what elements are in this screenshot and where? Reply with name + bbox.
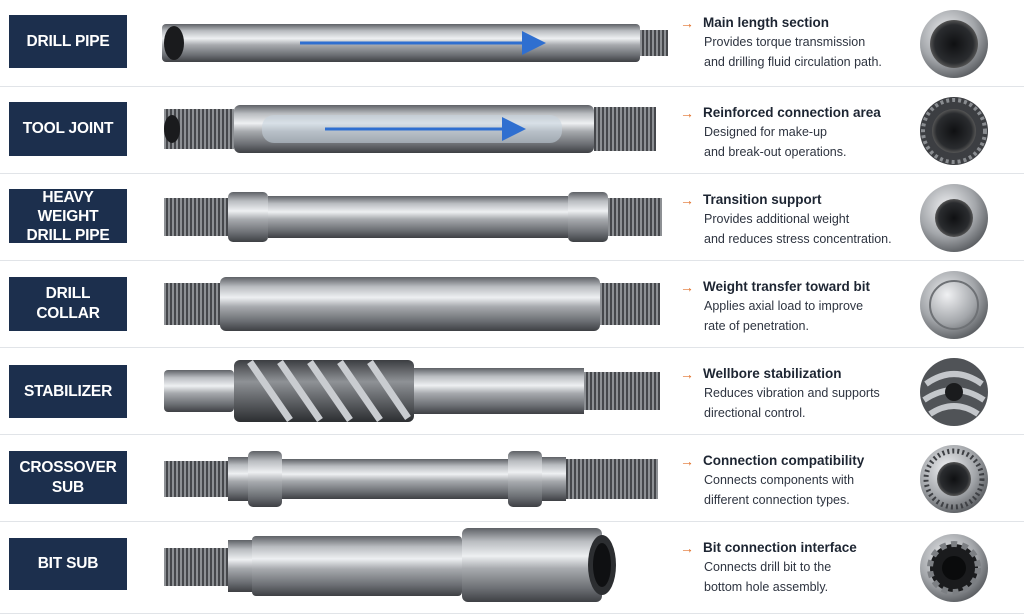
component-label: BIT SUB bbox=[9, 538, 127, 590]
arrow-right-icon: → bbox=[680, 105, 694, 121]
component-row-drill-pipe: DRILL PIPE → Main length section Provides… bbox=[0, 0, 1024, 87]
feature-title: Reinforced connection area bbox=[703, 105, 881, 120]
component-row-tool-joint: TOOL JOINT → Reinforced connection area D… bbox=[0, 87, 1024, 174]
component-label: CROSSOVER SUB bbox=[9, 451, 127, 504]
component-description: → Reinforced connection area Designed for… bbox=[680, 104, 900, 162]
tool-joint-illustration bbox=[164, 105, 656, 153]
description-line: and reduces stress concentration. bbox=[704, 232, 892, 246]
component-row-bit-sub: BIT SUB → Bit connection interface Connec… bbox=[0, 522, 1024, 614]
description-line: Provides additional weight bbox=[704, 212, 850, 226]
component-description: → Weight transfer toward bit Applies axia… bbox=[680, 278, 900, 336]
crossover-sub-illustration bbox=[164, 451, 658, 507]
description-line: and break-out operations. bbox=[704, 145, 847, 159]
feature-title: Bit connection interface bbox=[703, 540, 857, 555]
threaded-box-end-icon bbox=[920, 97, 988, 165]
arrow-right-icon: → bbox=[680, 366, 694, 382]
component-row-drill-collar: DRILL COLLAR → Weight transfer toward bit… bbox=[0, 261, 1024, 348]
feature-title: Connection compatibility bbox=[703, 453, 865, 468]
component-label: TOOL JOINT bbox=[9, 102, 127, 156]
component-description: → Main length section Provides torque tra… bbox=[680, 14, 900, 72]
bit-sub-illustration bbox=[164, 528, 616, 602]
splined-end-icon bbox=[920, 534, 988, 602]
feature-title: Weight transfer toward bit bbox=[703, 279, 871, 294]
component-label: DRILL PIPE bbox=[9, 15, 127, 68]
component-row-heavy-weight-drill-pipe: HEAVY WEIGHT DRILL PIPE → Transition supp… bbox=[0, 174, 1024, 261]
feature-title: Wellbore stabilization bbox=[703, 366, 842, 381]
description-line: rate of penetration. bbox=[704, 319, 809, 333]
description-line: bottom hole assembly. bbox=[704, 580, 829, 594]
description-line: different connection types. bbox=[704, 493, 850, 507]
stabilizer-illustration bbox=[164, 360, 660, 422]
description-line: Reduces vibration and supports bbox=[704, 386, 880, 400]
solid-end-icon bbox=[920, 271, 988, 339]
description-line: directional control. bbox=[704, 406, 806, 420]
component-label: STABILIZER bbox=[9, 365, 127, 418]
thick-wall-end-icon bbox=[920, 184, 988, 252]
feature-title: Transition support bbox=[703, 192, 822, 207]
arrow-right-icon: → bbox=[680, 279, 694, 295]
component-description: → Wellbore stabilization Reduces vibratio… bbox=[680, 365, 900, 423]
arrow-right-icon: → bbox=[680, 453, 694, 469]
component-label: HEAVY WEIGHT DRILL PIPE bbox=[9, 189, 127, 244]
open-pipe-end-icon bbox=[920, 10, 988, 78]
drill-collar-illustration bbox=[164, 277, 660, 331]
arrow-right-icon: → bbox=[680, 15, 694, 31]
description-line: Applies axial load to improve bbox=[704, 299, 864, 313]
feature-title: Main length section bbox=[703, 15, 830, 30]
description-line: and drilling fluid circulation path. bbox=[704, 55, 882, 69]
description-line: Connects drill bit to the bbox=[704, 560, 832, 574]
component-row-stabilizer: STABILIZER → Wellbore stabilization Reduc… bbox=[0, 348, 1024, 435]
component-description: → Transition support Provides additional … bbox=[680, 191, 900, 249]
component-row-crossover-sub: CROSSOVER SUB → Connection compatibility … bbox=[0, 435, 1024, 522]
drill-pipe-illustration bbox=[162, 24, 668, 62]
description-line: Provides torque transmission bbox=[704, 35, 866, 49]
arrow-right-icon: → bbox=[680, 540, 694, 556]
description-line: Connects components with bbox=[704, 473, 855, 487]
description-line: Designed for make-up bbox=[704, 125, 827, 139]
component-description: → Bit connection interface Connects drill… bbox=[680, 539, 900, 597]
component-label: DRILL COLLAR bbox=[9, 277, 127, 331]
component-description: → Connection compatibility Connects compo… bbox=[680, 452, 900, 510]
arrow-right-icon: → bbox=[680, 192, 694, 208]
heavy-weight-drill-pipe-illustration bbox=[164, 192, 662, 242]
spiral-blade-end-icon bbox=[920, 358, 988, 426]
threaded-pin-end-icon bbox=[920, 445, 988, 513]
